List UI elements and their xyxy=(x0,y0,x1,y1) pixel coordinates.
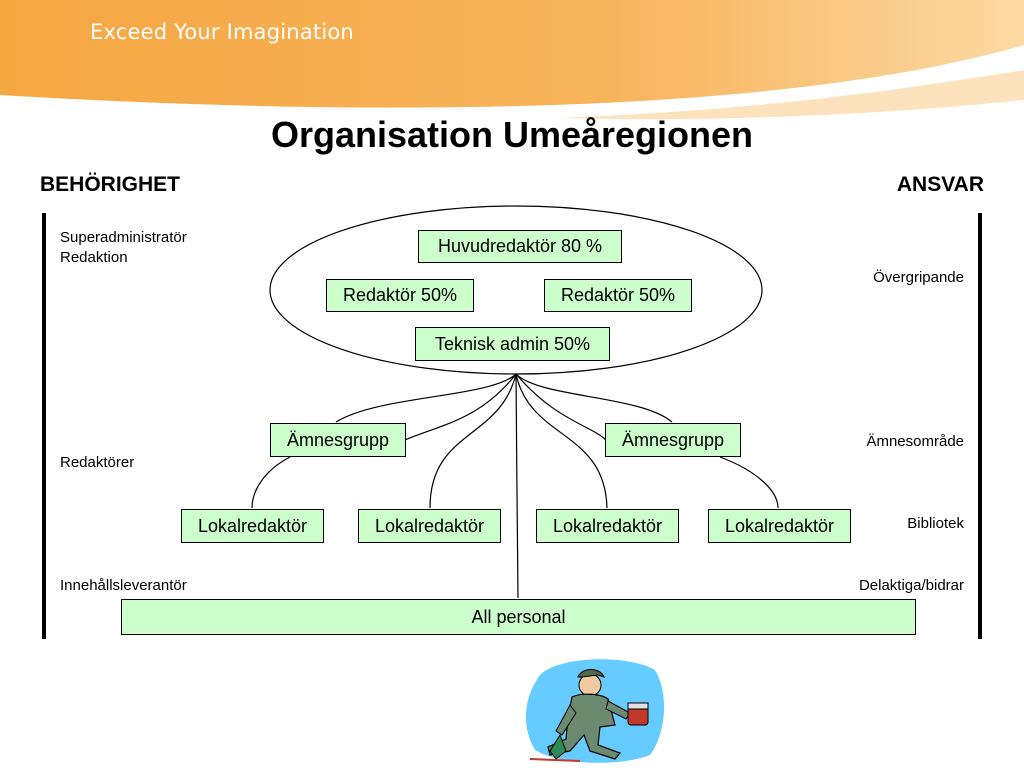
connector-all-personal xyxy=(515,373,519,599)
left-divider xyxy=(42,213,46,639)
node-lokalredaktor-4: Lokalredaktör xyxy=(708,509,851,543)
connector-amnesgrupp-2-side xyxy=(515,373,607,441)
label-bibliotek: Bibliotek xyxy=(907,515,964,532)
header-banner xyxy=(0,0,1024,125)
label-redaktion: Redaktion xyxy=(60,249,128,266)
node-amnesgrupp-2: Ämnesgrupp xyxy=(605,423,741,457)
node-amnesgrupp-1: Ämnesgrupp xyxy=(270,423,406,457)
right-column-heading: ANSVAR xyxy=(896,173,984,196)
node-all-personal: All personal xyxy=(121,599,916,635)
label-redaktorer: Redaktörer xyxy=(60,454,135,471)
connector-lokalredaktor-4 xyxy=(719,456,779,509)
connector-amnesgrupp-1-side xyxy=(404,373,517,441)
node-huvudredaktor: Huvudredaktör 80 % xyxy=(418,230,622,263)
connector-lokalredaktor-3 xyxy=(515,373,608,509)
node-redaktor-2: Redaktör 50% xyxy=(544,279,692,312)
label-overgripande: Övergripande xyxy=(873,269,964,286)
page-title: Organisation Umeåregionen xyxy=(270,114,754,155)
label-amnesomrade: Ämnesområde xyxy=(866,433,964,450)
node-lokalredaktor-3: Lokalredaktör xyxy=(536,509,679,543)
label-delaktiga: Delaktiga/bidrar xyxy=(858,577,964,594)
node-teknisk-admin: Teknisk admin 50% xyxy=(415,327,610,361)
right-divider xyxy=(978,213,982,639)
node-lokalredaktor-1: Lokalredaktör xyxy=(181,509,324,543)
header-tagline: Exceed Your Imagination xyxy=(90,20,354,44)
label-superadministrator: Superadministratör xyxy=(60,229,187,246)
left-column-heading: BEHÖRIGHET xyxy=(40,173,181,196)
label-innehallsleverantor: Innehållsleverantör xyxy=(60,577,187,594)
node-redaktor-1: Redaktör 50% xyxy=(326,279,474,312)
node-lokalredaktor-2: Lokalredaktör xyxy=(358,509,501,543)
connector-amnesgrupp-1 xyxy=(335,373,517,423)
connector-lokalredaktor-1 xyxy=(251,456,291,509)
connector-amnesgrupp-2 xyxy=(515,373,673,423)
connector-lokalredaktor-2 xyxy=(429,373,517,509)
painter-clipart-icon xyxy=(525,659,665,763)
